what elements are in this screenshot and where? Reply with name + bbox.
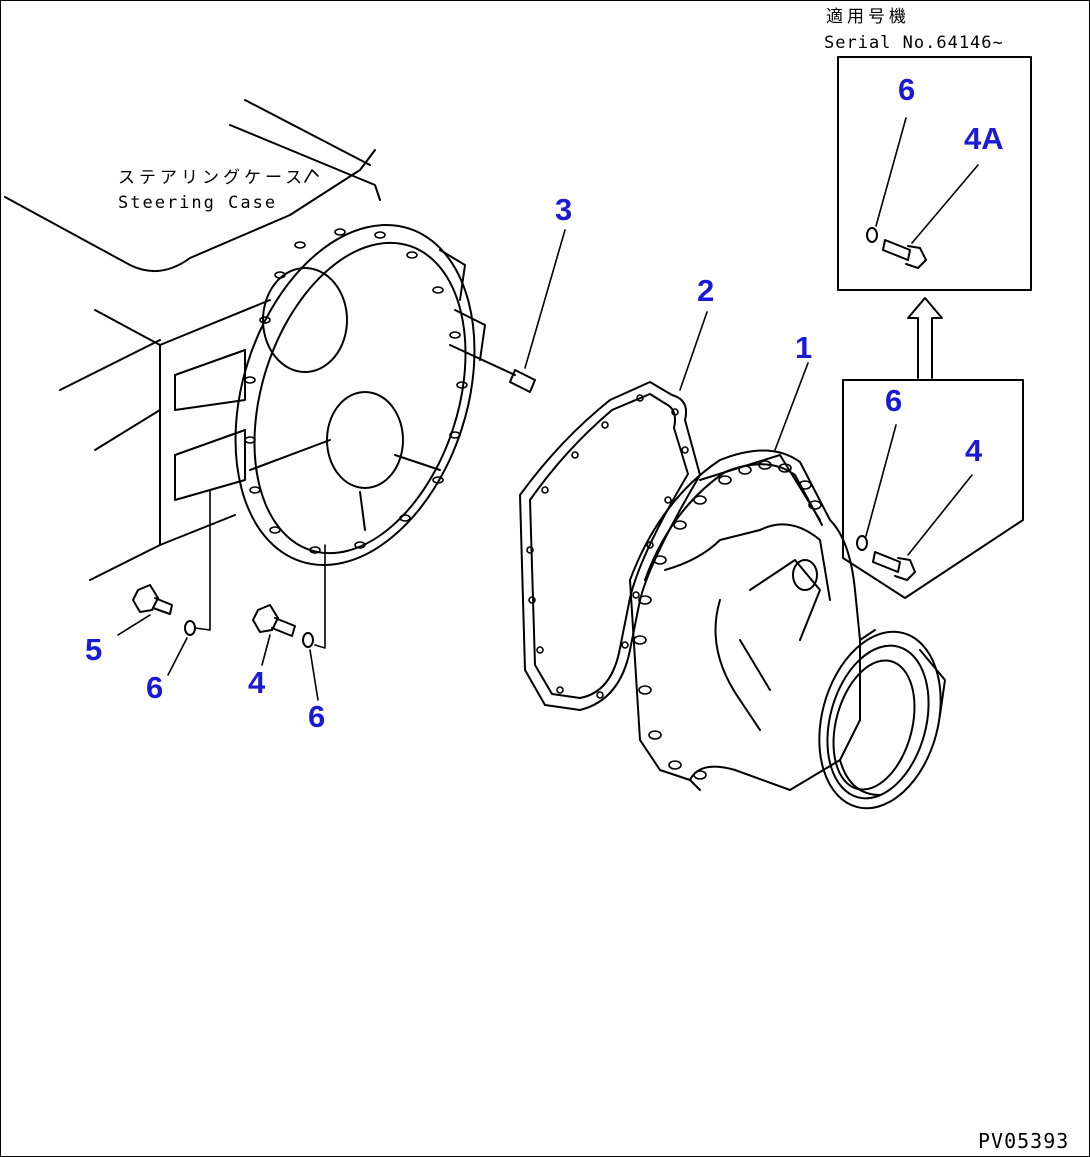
upgrade-arrow (907, 297, 943, 379)
jp-label-tail (304, 169, 319, 183)
callout-4a: 4A (964, 121, 1004, 156)
steering-case-jp-label: ステアリングケース (118, 168, 306, 188)
flange-bolt-holes (244, 228, 468, 554)
serial-note-title: 適用号機 (826, 7, 910, 27)
washer-6-left2 (302, 632, 319, 701)
callout-6-box-lower: 6 (885, 383, 902, 418)
leader-bolt4 (314, 544, 326, 649)
callout-6-left1: 6 (146, 670, 163, 705)
callout-4-box: 4 (965, 433, 983, 468)
washer-6-left1 (167, 620, 196, 676)
callout-2: 2 (697, 273, 714, 308)
callout-6-left2: 6 (308, 699, 325, 734)
housing-bolt-holes (633, 460, 822, 780)
leader-bolt5 (194, 489, 211, 631)
washer-6-box-upper (866, 117, 907, 243)
bolt-4a (882, 164, 979, 269)
bolt-4-box (872, 474, 973, 581)
steering-case (4, 99, 381, 581)
callout-4-left: 4 (248, 665, 266, 700)
steering-case-en-label: Steering Case (118, 193, 277, 213)
gasket (519, 311, 708, 711)
callout-6-box-upper: 6 (898, 72, 915, 107)
bolt-detail-box (842, 379, 1024, 599)
bolt-5 (117, 584, 173, 636)
callout-1: 1 (795, 330, 812, 365)
bolt-4-left (252, 604, 296, 666)
gasket-holes (526, 394, 689, 699)
case-flange (234, 224, 486, 566)
callout-5: 5 (85, 632, 102, 667)
washer-6-box-lower (856, 424, 897, 551)
housing-cover (629, 362, 946, 810)
drawing-code: PV05393 (978, 1129, 1069, 1153)
serial-note-number: Serial No.64146~ (824, 33, 1004, 53)
dowel-pin (449, 229, 566, 393)
callout-3: 3 (555, 192, 572, 227)
serial-box (837, 56, 1032, 291)
